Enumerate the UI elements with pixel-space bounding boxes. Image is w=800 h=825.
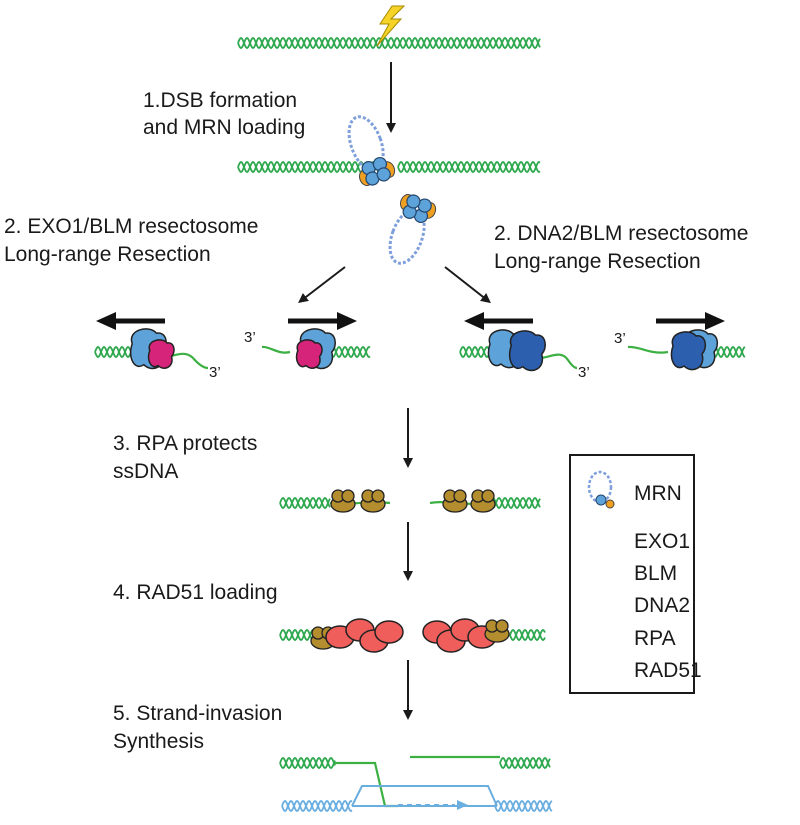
template-dna-right <box>494 799 553 813</box>
resection-direction-arrow-2-head <box>337 312 357 330</box>
lightning-bolt-icon <box>376 5 406 47</box>
step5-label-line1: 5. Strand-invasion <box>113 702 283 725</box>
broken-dna-left <box>237 160 381 174</box>
invasion-dna-right-strand-2 <box>499 756 551 770</box>
step3-label-line2: ssDNA <box>113 460 179 483</box>
broken-dna-right-strand-2 <box>397 160 541 174</box>
broken-dna-left-strand-2 <box>237 160 381 174</box>
rad51-dna-right-strand-2 <box>509 628 546 642</box>
rpa-protein-4 <box>470 489 496 513</box>
template-dna-left-strand-2 <box>281 799 353 813</box>
mrn-complex-icon <box>587 470 615 509</box>
rpa-protein-1-lobe-right <box>341 489 355 503</box>
resection-ssdna-4 <box>627 345 669 354</box>
rad51-step-rpa-2 <box>484 619 510 643</box>
resection-direction-arrow-1 <box>96 312 165 330</box>
arrows-group <box>96 62 725 720</box>
step1-label-line1: 1.DSB formation <box>143 89 298 112</box>
legend-label-blm: BLM <box>634 562 678 585</box>
resection-direction-arrow-1-head <box>96 312 116 330</box>
resection-direction-arrow-4-head <box>705 312 725 330</box>
rad51-protein-4 <box>374 620 404 644</box>
end-labels-group: 3’ 3’ 3’ 3’ <box>209 329 626 381</box>
end-label-2: 3’ <box>244 329 256 346</box>
step1-label-line2: and MRN loading <box>143 116 306 139</box>
legend-label-rad51: RAD51 <box>634 659 702 682</box>
step4-label: 4. RAD51 loading <box>113 581 278 604</box>
end-label-3: 3’ <box>578 364 590 381</box>
end-label-4: 3’ <box>614 330 626 347</box>
mrn-complex-left <box>347 115 396 187</box>
invasion-dna-right <box>499 756 551 770</box>
legend-label-mrn: MRN <box>634 482 682 505</box>
rpa-protein-3-lobe-right <box>453 489 467 503</box>
step5-label-line2: Synthesis <box>113 730 205 753</box>
step2-left-label-line2: Long-range Resection <box>4 243 211 266</box>
exo1-protein-1 <box>147 339 175 369</box>
invasion-dna-left-strand-1 <box>279 756 336 770</box>
template-dna-right-strand-1 <box>494 799 553 813</box>
intact-dna-helix-strand-2 <box>237 36 541 50</box>
rpa-protein-4-lobe-right <box>481 489 495 503</box>
template-dna-right-strand-2 <box>494 799 553 813</box>
rpa-dna-left-strand-2 <box>279 496 331 510</box>
arrow-step2-right <box>444 266 491 304</box>
legend-label-dna2: DNA2 <box>634 594 691 617</box>
rpa-dna-right <box>489 496 541 510</box>
invading-strand <box>335 761 398 808</box>
rpa-protein-3 <box>442 489 468 513</box>
resection-ssdna-2 <box>261 345 291 354</box>
invasion-dna-left <box>279 756 336 770</box>
rpa-protein-1 <box>330 489 356 513</box>
dna2-protein-4 <box>670 331 707 371</box>
mrn-complex-right-core-4 <box>406 194 421 209</box>
rpa-dna-right-strand-2 <box>489 496 541 510</box>
rpa-dna-left <box>279 496 331 510</box>
intact-dna-helix <box>237 36 541 50</box>
d-loop-strand <box>351 785 498 807</box>
arrow-step2-left <box>298 266 346 304</box>
rpa-protein-2-lobe-right <box>371 489 385 503</box>
mrn-icon-core <box>595 494 607 506</box>
dna2-protein-3 <box>508 330 546 372</box>
resection-direction-arrow-4 <box>656 312 725 330</box>
resection-direction-arrow-3-head <box>464 312 484 330</box>
legend-label-exo1: EXO1 <box>634 530 691 553</box>
legend-box <box>569 454 695 694</box>
resection-direction-arrow-2 <box>288 312 357 330</box>
mrn-complex-right-ring <box>388 208 426 265</box>
template-dna-left <box>281 799 353 813</box>
end-label-1: 3’ <box>209 364 221 381</box>
exo1-protein-2 <box>295 339 323 369</box>
synthesis-arrowhead <box>457 800 468 810</box>
rpa-protein-2 <box>360 489 386 513</box>
broken-dna-right <box>397 160 541 174</box>
step3-label-line1: 3. RPA protects <box>113 432 258 455</box>
mrn-complex-left-ring <box>347 115 385 172</box>
dna-duplex-group <box>94 36 746 813</box>
resection-direction-arrow-3 <box>464 312 533 330</box>
rad51-step-rpa-2-lobe-right <box>495 619 509 633</box>
mrn-complex-left-core-4 <box>376 167 391 182</box>
mrn-icon-nbs1 <box>605 499 615 509</box>
invasion-dna-left-strand-2 <box>279 756 336 770</box>
step2-right-label-line1: 2. DNA2/BLM resectosome <box>494 222 749 245</box>
step2-left-label-line1: 2. EXO1/BLM resectosome <box>4 215 259 238</box>
mrn-complex-right <box>388 193 437 265</box>
legend-label-rpa: RPA <box>634 627 676 650</box>
step2-right-label-line2: Long-range Resection <box>494 250 701 273</box>
rad51-dna-right <box>509 628 546 642</box>
